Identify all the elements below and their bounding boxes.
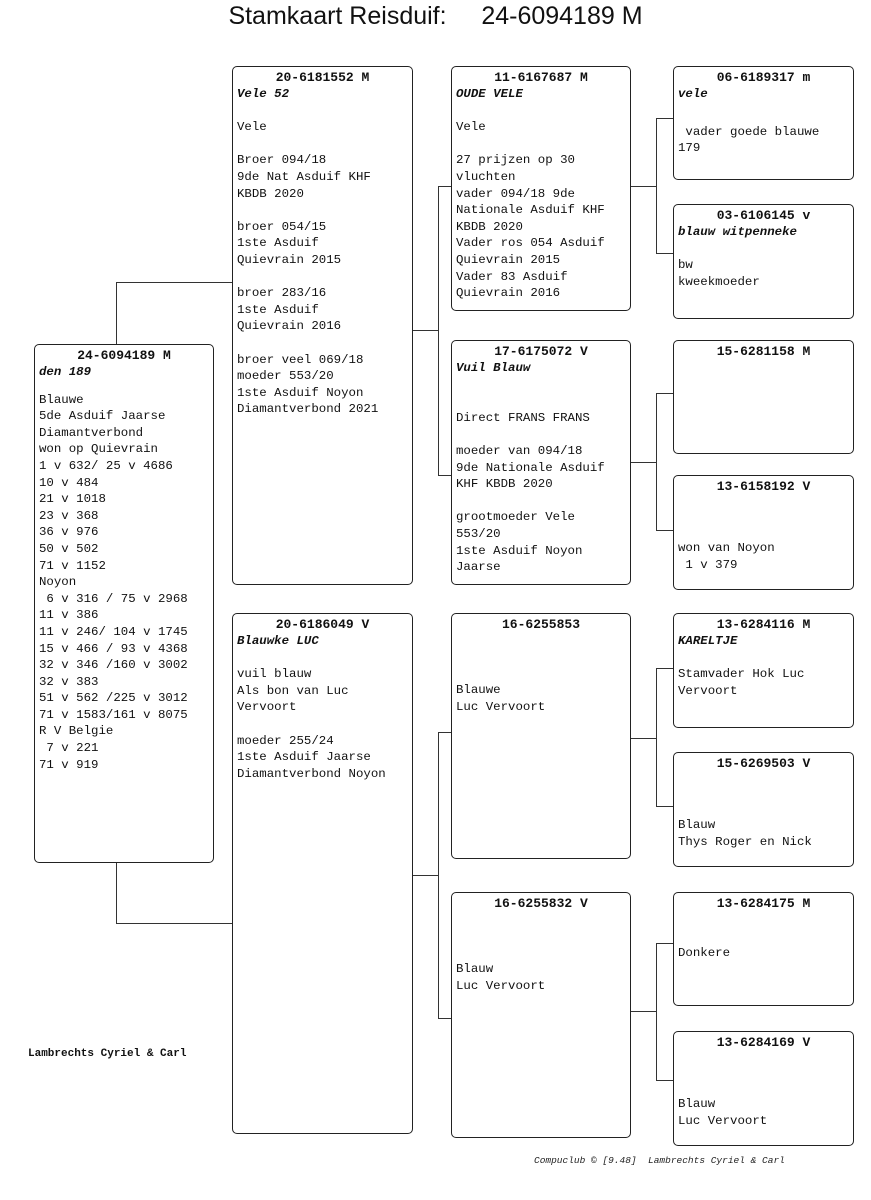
connector-line <box>630 462 656 463</box>
bird-info: Stamvader Hok Luc Vervoort <box>678 667 805 698</box>
bird-info: Blauw Luc Vervoort <box>456 962 546 993</box>
ring-number: 20-6186049 V <box>275 617 370 632</box>
ring-number: 06-6189317 m <box>716 70 811 85</box>
ring-number: 16-6255853 <box>501 617 580 632</box>
connector-line <box>656 118 657 254</box>
bird-name <box>678 360 849 376</box>
bird-info: Blauwe 5de Asduif Jaarse Diamantverbond … <box>39 392 188 772</box>
pedigree-box-fmm: 13-6158192 V won van Noyon 1 v 379 <box>673 475 854 590</box>
pedigree-box-subject: 24-6094189 M den 189 Blauwe 5de Asduif J… <box>34 344 214 863</box>
ring-number: 13-6284175 M <box>716 896 811 911</box>
bird-name: Vuil Blauw <box>456 361 531 375</box>
pedigree-box-fff: 06-6189317 m vele vader goede blauwe 179 <box>673 66 854 180</box>
bird-info: won van Noyon 1 v 379 <box>678 541 775 572</box>
bird-info: Blauwe Luc Vervoort <box>456 683 546 714</box>
ring-number: 15-6281158 M <box>716 344 811 359</box>
connector-line <box>116 862 117 924</box>
pedigree-box-mff: 13-6284116 M KARELTJE Stamvader Hok Luc … <box>673 613 854 728</box>
bird-info: bw kweekmoeder <box>678 258 760 289</box>
connector-line <box>438 732 439 1019</box>
connector-line <box>656 530 674 531</box>
bird-name: OUDE VELE <box>456 87 523 101</box>
bird-info: Blauw Thys Roger en Nick <box>678 818 812 849</box>
bird-info: Vele 27 prijzen op 30 vluchten vader 094… <box>456 120 605 301</box>
ring-number: 24-6094189 M <box>77 348 171 363</box>
connector-line <box>438 475 452 476</box>
connector-line <box>438 186 452 187</box>
pedigree-box-fm: 17-6175072 V Vuil Blauw Direct FRANS FRA… <box>451 340 631 585</box>
bird-name: vele <box>678 87 708 101</box>
connector-line <box>412 875 438 876</box>
ring-number: 13-6284116 M <box>716 617 811 632</box>
title-ring: 24-6094189 M <box>481 2 643 30</box>
connector-line <box>116 282 233 283</box>
pedigree-box-ffm: 03-6106145 v blauw witpenneke bw kweekmo… <box>673 204 854 319</box>
bird-name: den 189 <box>39 365 92 379</box>
pedigree-box-mfm: 15-6269503 V Blauw Thys Roger en Nick <box>673 752 854 867</box>
connector-line <box>438 732 452 733</box>
title-label: Stamkaart Reisduif: <box>228 2 447 30</box>
pedigree-box-fmf: 15-6281158 M <box>673 340 854 454</box>
bird-info: Vele Broer 094/18 9de Nat Asduif KHF KBD… <box>237 120 379 417</box>
connector-line <box>630 186 656 187</box>
connector-line <box>412 330 438 331</box>
pedigree-box-ff: 11-6167687 M OUDE VELE Vele 27 prijzen o… <box>451 66 631 311</box>
connector-line <box>116 923 233 924</box>
pedigree-box-mmm: 13-6284169 V Blauw Luc Vervoort <box>673 1031 854 1146</box>
pedigree-box-mm: 16-6255832 V Blauw Luc Vervoort <box>451 892 631 1138</box>
pedigree-box-mf: 16-6255853 Blauwe Luc Vervoort <box>451 613 631 859</box>
bird-name: blauw witpenneke <box>678 225 797 239</box>
bird-info: Blauw Luc Vervoort <box>678 1097 768 1128</box>
bird-name <box>678 912 849 928</box>
connector-line <box>630 1011 656 1012</box>
pedigree-box-mmf: 13-6284175 M Donkere <box>673 892 854 1006</box>
connector-line <box>656 393 674 394</box>
ring-number: 11-6167687 M <box>494 70 588 85</box>
connector-line <box>116 282 117 344</box>
connector-line <box>438 1018 452 1019</box>
pedigree-box-father: 20-6181552 M Vele 52 Vele Broer 094/18 9… <box>232 66 413 585</box>
ring-number: 13-6158192 V <box>716 479 811 494</box>
bird-info: Direct FRANS FRANS moeder van 094/18 9de… <box>456 410 605 575</box>
bird-name: KARELTJE <box>678 634 738 648</box>
bird-name <box>456 633 626 649</box>
bird-info: vuil blauw Als bon van Luc Vervoort moed… <box>237 667 386 781</box>
pedigree-box-mother: 20-6186049 V Blauwke LUC vuil blauw Als … <box>232 613 413 1134</box>
ring-number: 17-6175072 V <box>494 344 588 359</box>
bird-name: Blauwke LUC <box>237 634 319 648</box>
ring-number: 13-6284169 V <box>716 1035 811 1050</box>
bird-info: vader goede blauwe 179 <box>678 124 820 156</box>
connector-line <box>630 738 656 739</box>
ring-number: 20-6181552 M <box>275 70 370 85</box>
owner-name: Lambrechts Cyriel & Carl <box>28 1048 187 1060</box>
ring-number: 15-6269503 V <box>716 756 811 771</box>
connector-line <box>656 943 657 1081</box>
connector-line <box>656 806 674 807</box>
connector-line <box>656 668 657 807</box>
connector-line <box>656 253 674 254</box>
connector-line <box>656 393 657 531</box>
connector-line <box>656 943 674 944</box>
bird-name: Vele 52 <box>237 87 290 101</box>
ring-number: 03-6106145 v <box>716 208 811 223</box>
connector-line <box>656 668 674 669</box>
page-title: Stamkaart Reisduif: 24-6094189 M <box>0 2 871 31</box>
footer-credit: Compuclub © [9.48] Lambrechts Cyriel & C… <box>534 1155 785 1166</box>
connector-line <box>438 186 439 476</box>
connector-line <box>656 1080 674 1081</box>
ring-number: 16-6255832 V <box>494 896 588 911</box>
bird-info: Donkere <box>678 945 731 960</box>
bird-name <box>456 912 626 928</box>
connector-line <box>656 118 674 119</box>
